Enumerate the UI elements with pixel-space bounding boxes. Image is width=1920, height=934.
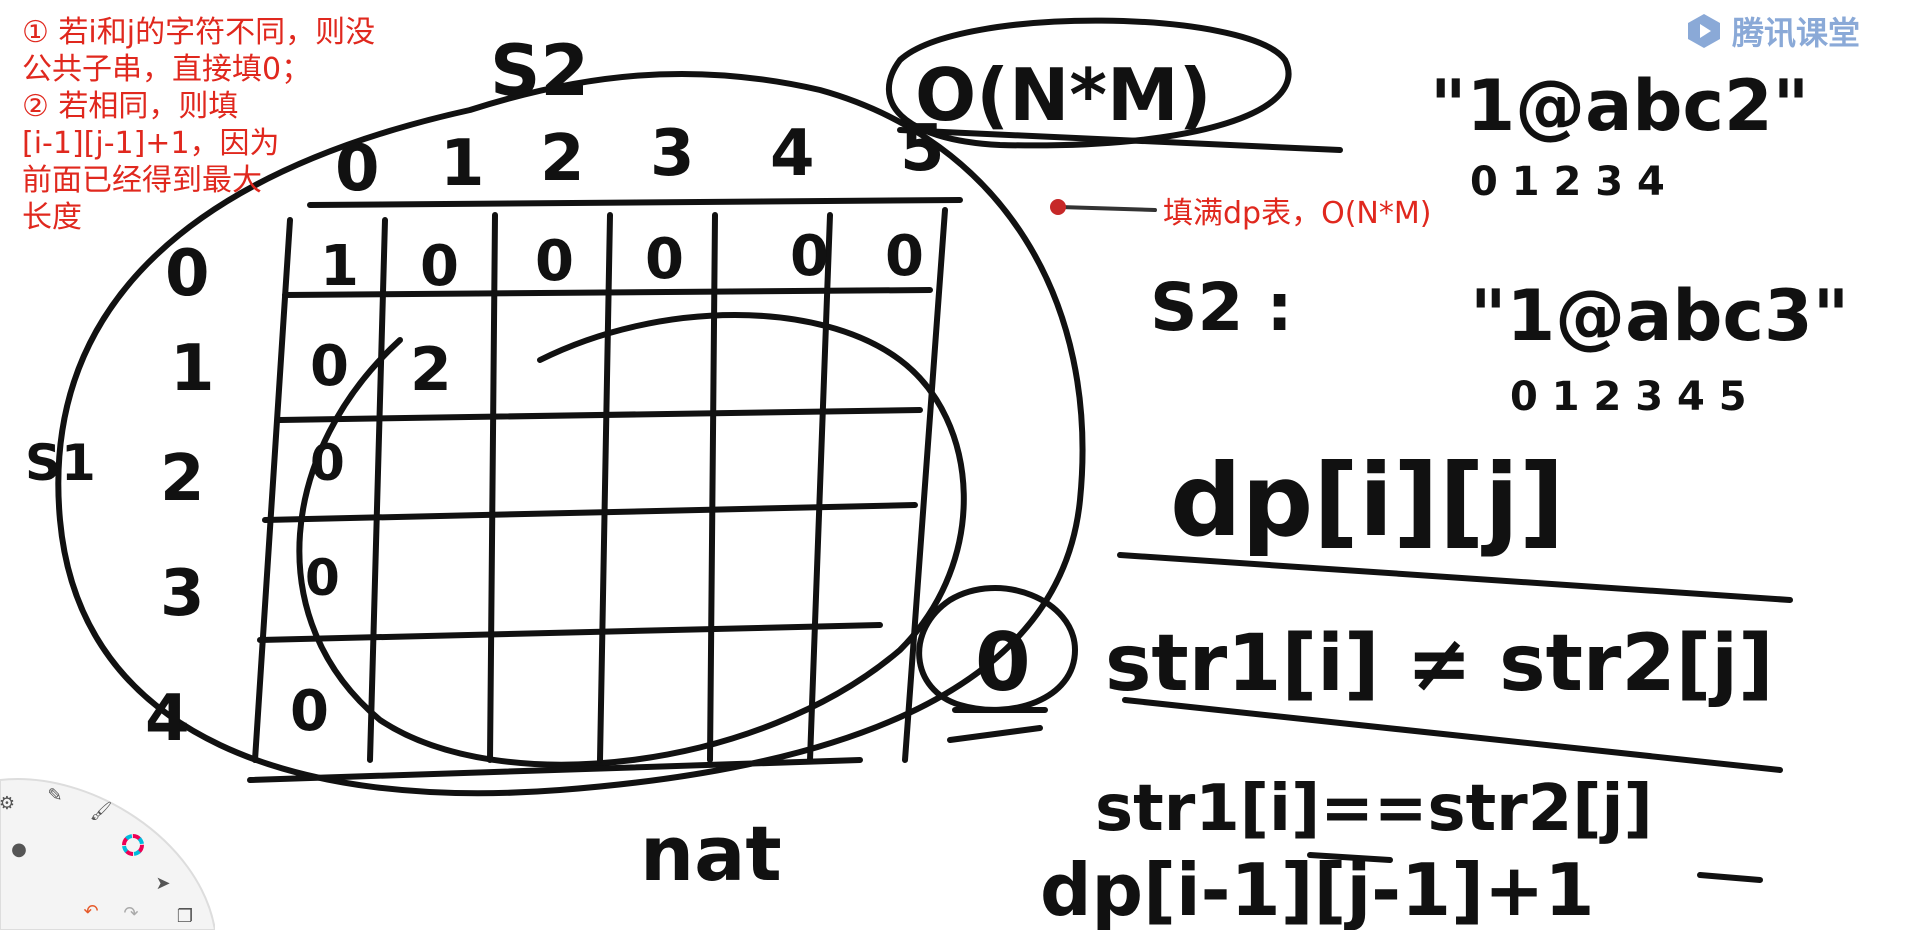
- red-annotation-right: 填满dp表，O(N*M): [1163, 196, 1432, 231]
- inner-loop-stroke: [296, 312, 967, 768]
- complexity-label: O(N*M): [915, 53, 1212, 137]
- col-index: 1: [440, 127, 485, 201]
- cell: 0: [310, 334, 349, 399]
- eq-underline: [1307, 852, 1763, 883]
- big-loop-stroke: [55, 70, 1086, 797]
- zero-circle: [916, 585, 1078, 713]
- cell: 2: [410, 335, 452, 405]
- row-index-col: 0 1 2 3 4: [145, 237, 215, 756]
- cell: 0: [885, 224, 924, 289]
- annotation-line: ② 若相同，则填: [22, 89, 239, 124]
- dp-grid: [247, 197, 963, 783]
- drawing-toolbar: ⚙ ✎ 🖌 ● ➤ ↶ ↷ ❐: [0, 770, 217, 931]
- col-index: 5: [900, 112, 945, 186]
- row0-cells: 1 0 0 0 0 0: [320, 224, 924, 299]
- pointer-line: [1058, 205, 1157, 212]
- dp-formula: dp[i][j]: [1170, 442, 1565, 559]
- tencent-classroom-watermark: 腾讯课堂: [1684, 8, 1860, 54]
- row-index: 0: [165, 237, 210, 311]
- dot-icon[interactable]: ●: [11, 838, 27, 860]
- cell: 0: [790, 224, 829, 289]
- row-index: 1: [170, 332, 215, 406]
- cell: 0: [645, 227, 684, 292]
- annotation-line: 长度: [22, 200, 82, 235]
- col-index-row: 0 1 2 3 4 5: [335, 112, 945, 206]
- annotation-line: 前面已经得到最大: [22, 163, 262, 198]
- str1-indices: 0 1 2 3 4: [1470, 159, 1665, 205]
- col-index: 4: [770, 117, 815, 191]
- cell: 0: [420, 234, 459, 299]
- pointer-icon[interactable]: ➤: [155, 872, 171, 894]
- s2-row-label: S2 :: [1150, 269, 1293, 346]
- red-annotation-left: ① 若i和j的字符不同，则没 公共子串，直接填0； ② 若相同，则填 [i-1]…: [22, 14, 472, 236]
- col-index: 0: [335, 132, 380, 206]
- s2-label: S2: [490, 30, 589, 112]
- watermark-text: 腾讯课堂: [1731, 14, 1860, 52]
- zero-underline: [947, 707, 1048, 743]
- annotation-line: ① 若i和j的字符不同，则没: [22, 15, 376, 50]
- zero-value: 0: [975, 616, 1031, 709]
- col-index: 3: [650, 117, 695, 191]
- gear-icon[interactable]: ⚙: [0, 792, 16, 814]
- neq-underline: [1122, 697, 1783, 773]
- str1-sample: "1@abc2": [1430, 65, 1809, 147]
- undo-icon[interactable]: ↶: [83, 900, 99, 922]
- laser-dot: [1050, 199, 1066, 215]
- copy-icon[interactable]: ❐: [176, 905, 194, 927]
- dp-underline: [1117, 552, 1793, 603]
- dp-update: dp[i-1][j-1]+1: [1040, 848, 1594, 930]
- play-logo-icon: [1687, 14, 1720, 48]
- row-index: 4: [145, 682, 190, 756]
- cell: 0: [290, 679, 329, 744]
- row-index: 2: [160, 442, 205, 516]
- cell: 0: [310, 434, 345, 492]
- caption-nat: nat: [640, 809, 782, 898]
- pen-icon[interactable]: ✎: [47, 784, 63, 806]
- eq-formula: str1[i]==str2[j]: [1095, 772, 1653, 846]
- row-index: 3: [160, 557, 205, 631]
- neq-formula: str1[i] ≠ str2[j]: [1105, 619, 1774, 709]
- str2-sample: "1@abc3": [1470, 275, 1849, 357]
- col-index: 2: [540, 122, 585, 196]
- annotation-line: 公共子串，直接填0；: [22, 52, 312, 87]
- brush-icon[interactable]: 🖌: [89, 800, 113, 822]
- str2-indices: 0 1 2 3 4 5: [1510, 374, 1747, 420]
- cell: 0: [305, 549, 340, 607]
- underline-stroke: [897, 127, 1343, 153]
- cell: 1: [320, 234, 359, 299]
- cell: 0: [535, 229, 574, 294]
- color-wheel-icon[interactable]: [120, 832, 146, 858]
- complexity-circle: [885, 17, 1292, 149]
- annotation-line: [i-1][j-1]+1，因为: [22, 126, 280, 161]
- toolbar-arc: [0, 778, 217, 931]
- s1-label: S1: [25, 434, 96, 492]
- redo-icon[interactable]: ↷: [123, 902, 139, 924]
